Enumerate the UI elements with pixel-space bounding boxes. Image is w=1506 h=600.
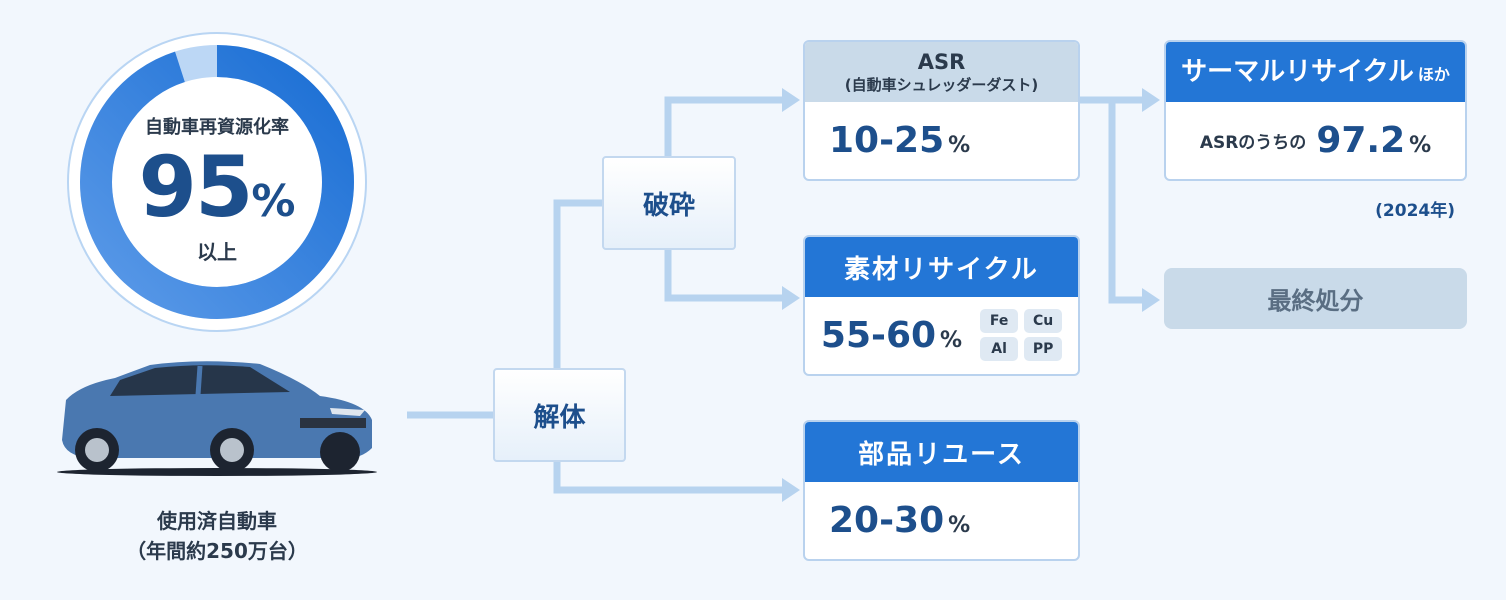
asr-header: ASR (自動車シュレッダーダスト) — [805, 42, 1078, 102]
step-shred: 破砕 — [602, 156, 736, 250]
arrowheads — [782, 88, 1160, 502]
thermal-title-suffix: ほか — [1417, 65, 1450, 84]
parts-card: 部品リユース 20-30% — [803, 420, 1080, 561]
final-disposal-box: 最終処分 — [1164, 268, 1467, 329]
arrow-to-asr — [782, 88, 800, 112]
ring-label: 自動車再資源化率 — [145, 117, 289, 138]
arrow-to-final — [1142, 288, 1160, 312]
parts-unit: % — [948, 512, 971, 538]
parts-title: 部品リユース — [805, 422, 1078, 482]
thermal-card: サーマルリサイクルほか ASRのうちの 97.2% — [1164, 40, 1467, 181]
material-title: 素材リサイクル — [805, 237, 1078, 297]
chip-cu: Cu — [1024, 309, 1063, 333]
thermal-unit: % — [1409, 132, 1432, 158]
car-icon — [57, 361, 377, 476]
material-value: 55-60 — [820, 314, 937, 356]
material-unit: % — [940, 327, 963, 353]
arrow-to-parts — [782, 478, 800, 502]
arrow-to-thermal — [1142, 88, 1160, 112]
step-dismantle: 解体 — [493, 368, 626, 462]
car-label: 使用済自動車 — [157, 509, 277, 533]
ring-value-number: 95 — [138, 138, 254, 236]
ring-suffix: 以上 — [197, 240, 237, 264]
arrow-to-material — [782, 286, 800, 310]
parts-value: 20-30 — [829, 499, 945, 541]
chip-al: Al — [980, 337, 1019, 361]
ring-progress-arc — [80, 45, 354, 319]
material-card: 素材リサイクル 55-60% Fe Cu Al PP — [803, 235, 1080, 376]
asr-title: ASR — [917, 49, 966, 74]
asr-subtitle: (自動車シュレッダーダスト) — [844, 75, 1039, 94]
asr-value: 10-25 — [829, 119, 945, 161]
chip-fe: Fe — [980, 309, 1019, 333]
chip-pp: PP — [1024, 337, 1063, 361]
car-sublabel: （年間約250万台） — [126, 539, 308, 563]
ring-value-unit: % — [251, 176, 296, 227]
ring-value: 95% — [117, 138, 317, 236]
asr-card: ASR (自動車シュレッダーダスト) 10-25% — [803, 40, 1080, 181]
asr-unit: % — [948, 132, 971, 158]
thermal-value: 97.2 — [1316, 119, 1406, 161]
material-chips: Fe Cu Al PP — [980, 309, 1063, 361]
thermal-prefix: ASRのうちの — [1199, 132, 1307, 153]
year-note: (2024年) — [1375, 201, 1455, 221]
thermal-title: サーマルリサイクル — [1181, 57, 1414, 87]
